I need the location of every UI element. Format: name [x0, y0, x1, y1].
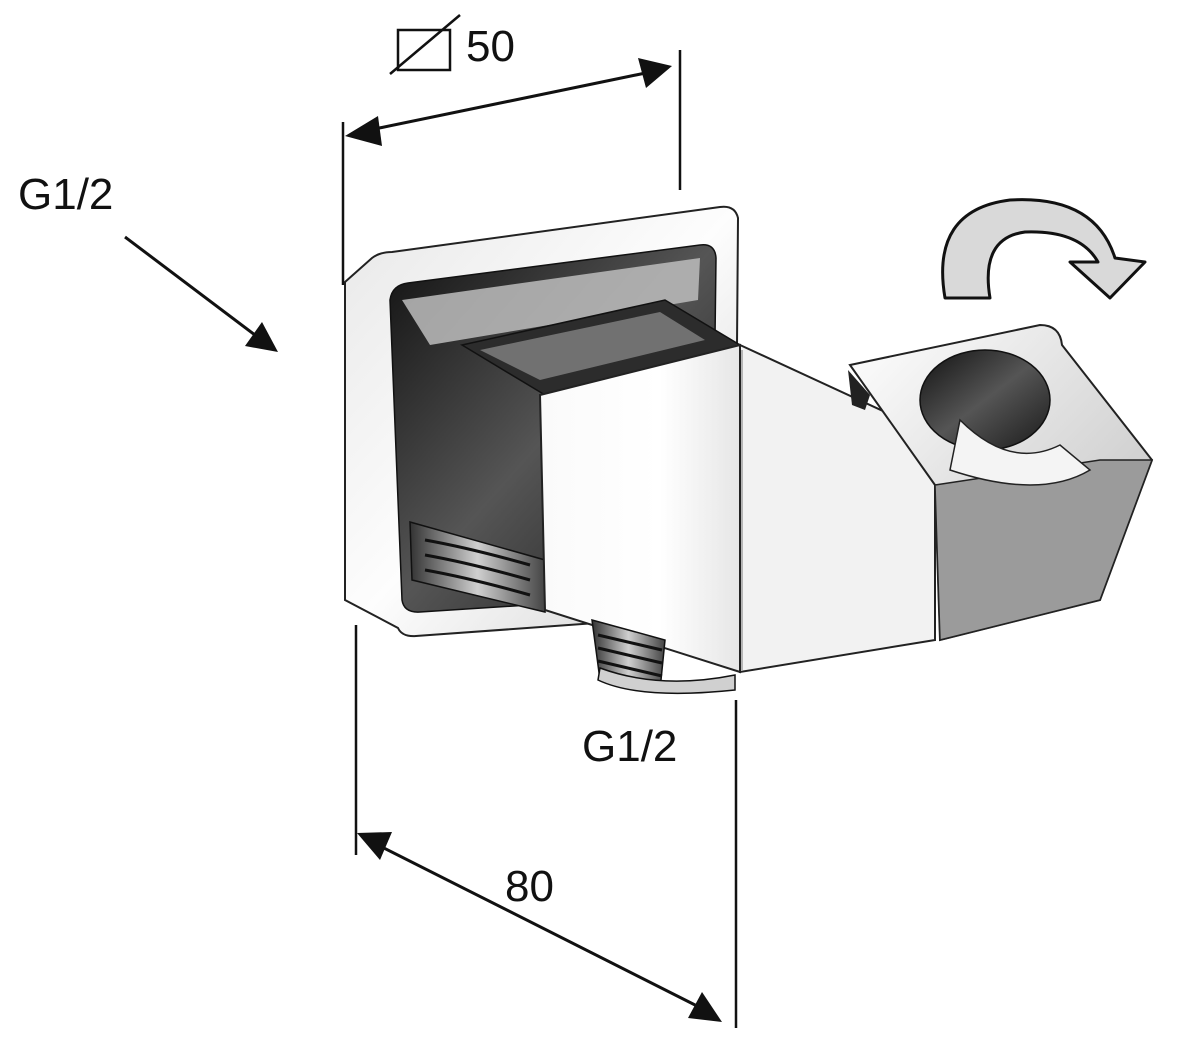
outlet-thread-label: G1/2 — [582, 722, 678, 771]
main-body — [538, 343, 936, 674]
depth-label: 80 — [505, 862, 554, 911]
hand-shower-holder — [848, 323, 1154, 642]
outlet-connector — [591, 618, 736, 695]
square-size-icon — [389, 14, 461, 75]
rotate-arrow-icon — [941, 198, 1147, 300]
inlet-connector — [409, 520, 546, 613]
width-dimension — [341, 50, 682, 285]
inlet-pointer-arrow — [124, 235, 278, 352]
inlet-thread-label: G1/2 — [18, 170, 114, 219]
depth-dimension — [354, 625, 738, 1028]
square-size-label: 50 — [466, 22, 515, 71]
